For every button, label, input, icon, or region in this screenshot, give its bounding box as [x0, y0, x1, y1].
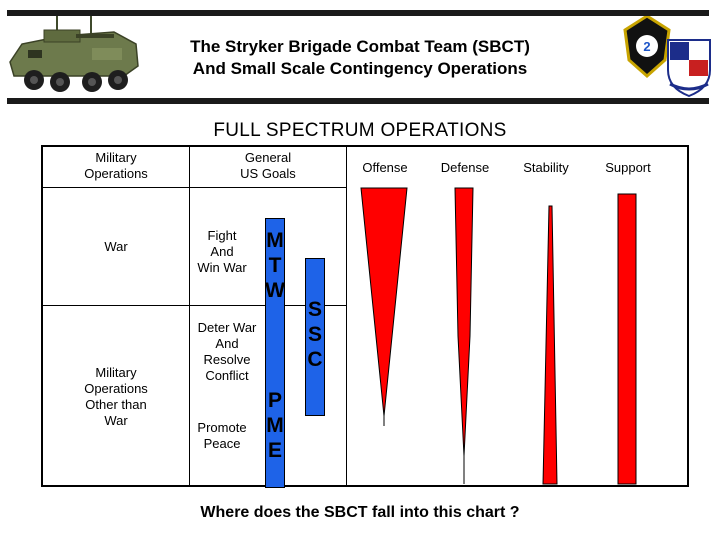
stability-header: Stability [523, 160, 569, 175]
slide-title: The Stryker Brigade Combat Team (SBCT) A… [140, 36, 580, 80]
ootw-label-line: Other than [85, 397, 147, 412]
ootw-label-line: Military [95, 365, 137, 380]
general-goals-header: General US Goals [240, 150, 296, 181]
header-divider [7, 98, 709, 104]
ootw-label-line: Operations [84, 381, 148, 396]
defense-wedge [454, 187, 474, 457]
ssc-letter: S [307, 298, 322, 321]
pme-letter: M [266, 414, 284, 437]
svg-text:2: 2 [643, 39, 650, 54]
title-line-1: The Stryker Brigade Combat Team (SBCT) [190, 37, 530, 56]
closing-question: Where does the SBCT fall into this chart… [200, 504, 520, 521]
unit-crest-icon [667, 39, 711, 98]
promote-label-line: Peace [203, 436, 241, 451]
deter-label-line: Deter War [197, 320, 257, 335]
spectrum-chart-frame [41, 145, 689, 487]
war-row-label: War [104, 239, 128, 254]
ssc-letter: S [307, 323, 322, 346]
mtw-letter: W [265, 279, 285, 302]
column-divider [189, 146, 190, 486]
section-heading: FULL SPECTRUM OPERATIONS [213, 120, 507, 141]
support-header: Support [605, 160, 651, 175]
header-row-divider [42, 187, 347, 188]
defense-header: Defense [440, 160, 490, 175]
war-row-divider [42, 305, 347, 306]
stryker-vehicle-image [9, 10, 139, 92]
fight-label-line: And [210, 244, 234, 259]
deter-label-line: Conflict [205, 368, 249, 383]
title-line-2: And Small Scale Contingency Operations [192, 59, 528, 78]
fight-label-line: Fight [207, 228, 237, 243]
offense-header: Offense [362, 160, 408, 175]
mtw-letter: M [266, 229, 284, 252]
stability-wedge [542, 205, 558, 485]
fight-label-line: Win War [197, 260, 247, 275]
deter-label-line: And [215, 336, 239, 351]
column-divider [346, 146, 347, 486]
top-divider [7, 10, 709, 16]
pme-letter: P [267, 389, 282, 412]
spectrum-wedges [360, 187, 637, 485]
offense-wedge [360, 187, 408, 417]
mtw-letter: T [268, 254, 282, 277]
military-operations-header: Military Operations [84, 150, 148, 181]
ootw-label-line: War [104, 413, 128, 428]
division-patch-icon: 2 [623, 14, 671, 78]
mtw-bar [265, 218, 285, 488]
ssc-letter: C [307, 348, 323, 371]
deter-label-line: Resolve [203, 352, 251, 367]
support-bar [617, 193, 637, 485]
promote-label-line: Promote [197, 420, 247, 435]
ssc-bar [305, 258, 325, 416]
pme-letter: E [267, 439, 282, 462]
